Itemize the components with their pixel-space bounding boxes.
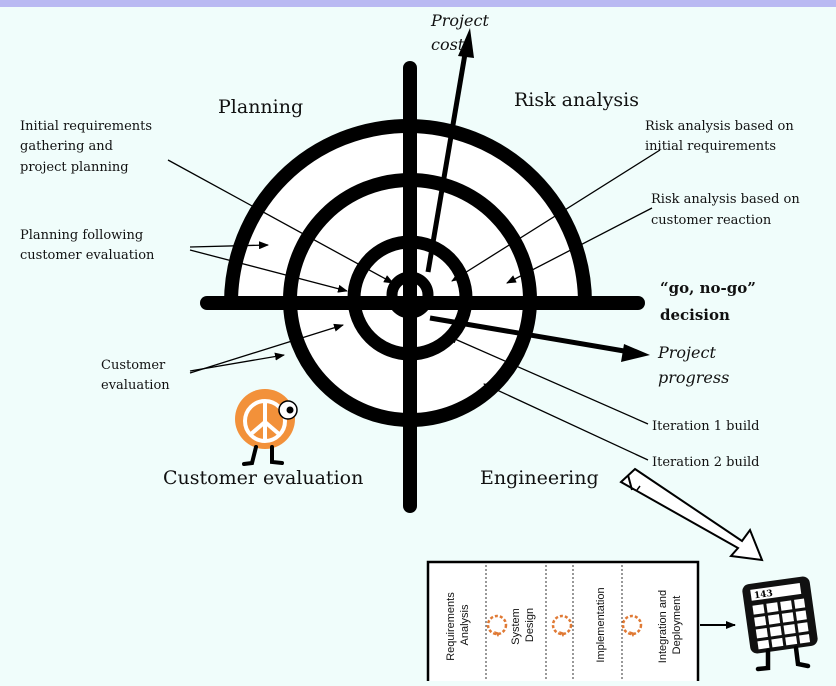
project-cost-arrow — [425, 47, 469, 273]
note-planning-following: Planning following customer evaluation — [20, 228, 155, 263]
project-progress-arrow — [429, 315, 631, 355]
waterfall-diagram: Requirements Analysis System Design Impl… — [426, 560, 700, 686]
stage-requirements-analysis: Requirements Analysis — [445, 589, 471, 661]
customer-mascot-icon — [235, 389, 298, 466]
note-initial-requirements: Initial requirements gathering and proje… — [20, 119, 156, 175]
quadrant-planning: Planning — [218, 96, 303, 118]
loop-icon — [551, 614, 573, 636]
pointer-lines — [167, 149, 661, 461]
stage-system-design: System Design — [510, 605, 536, 645]
project-progress-label: Project progress — [657, 343, 729, 387]
note-customer-evaluation: Customer evaluation — [101, 358, 170, 393]
quadrant-engineering: Engineering — [480, 467, 599, 489]
top-rule — [0, 0, 836, 7]
loop-icons — [486, 614, 643, 636]
calculator-mascot-icon: 143 — [742, 576, 818, 672]
engineering-hollow-arrow — [619, 467, 764, 562]
quadrant-risk-analysis: Risk analysis — [514, 89, 639, 111]
go-no-go-decision: “go, no-go” decision — [660, 279, 761, 324]
stage-implementation: Implementation — [595, 587, 607, 662]
project-cost-label: Project cost — [430, 11, 494, 54]
note-risk-reaction: Risk analysis based on customer reaction — [651, 192, 804, 228]
quadrant-customer-evaluation: Customer evaluation — [163, 467, 363, 489]
note-risk-initial: Risk analysis based on initial requireme… — [645, 119, 798, 154]
calculator-display: 143 — [753, 589, 773, 602]
loop-icon — [621, 614, 643, 636]
stage-integration-deployment: Integration and Deployment — [657, 587, 683, 663]
note-iteration-1: Iteration 1 build — [652, 419, 759, 434]
loop-arrowheads — [494, 631, 635, 637]
note-iteration-2: Iteration 2 build — [652, 455, 759, 470]
loop-icon — [486, 614, 508, 636]
